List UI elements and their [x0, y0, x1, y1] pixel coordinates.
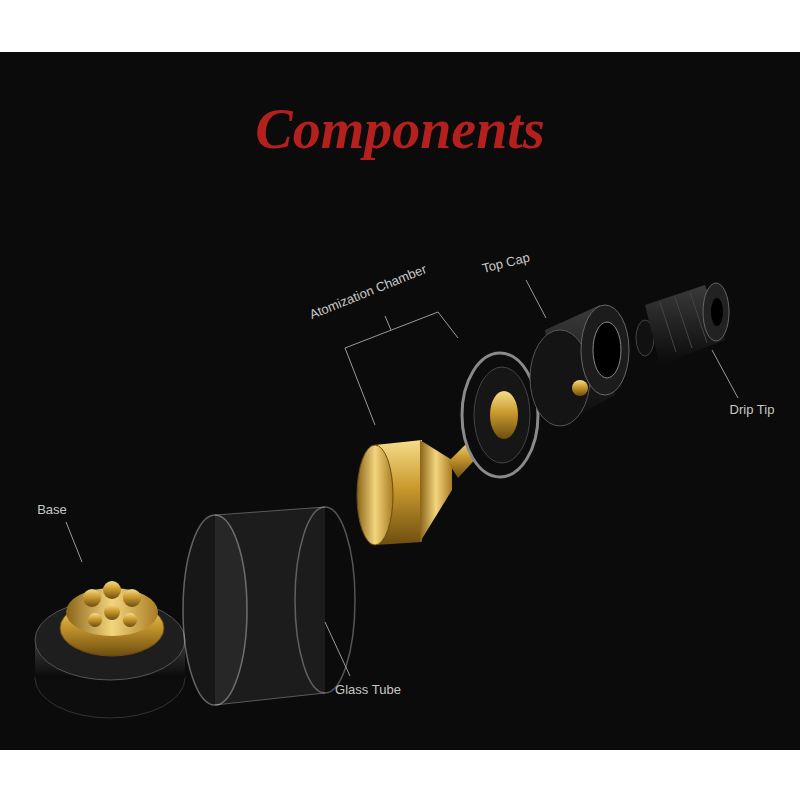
title: Components: [255, 99, 544, 161]
top-cap-part: [530, 305, 629, 426]
glass-tube-part: [183, 507, 355, 705]
leader-line: [526, 280, 546, 318]
leader-lines: [66, 280, 738, 676]
leader-line: [325, 622, 350, 676]
base-part: [35, 581, 185, 718]
leader-line: [385, 316, 391, 330]
leader-line: [66, 522, 82, 562]
part-label: Base: [37, 502, 67, 518]
part-label: Drip Tip: [730, 402, 775, 418]
dark-panel: [0, 52, 800, 750]
leader-line: [712, 350, 738, 398]
ring-part: [462, 353, 538, 477]
part-label: Atomization Chamber: [307, 261, 429, 322]
part-label: Top Cap: [481, 250, 532, 277]
bracket: [345, 312, 458, 425]
drip-tip-part: [636, 283, 729, 365]
part-label: Glass Tube: [335, 682, 401, 698]
